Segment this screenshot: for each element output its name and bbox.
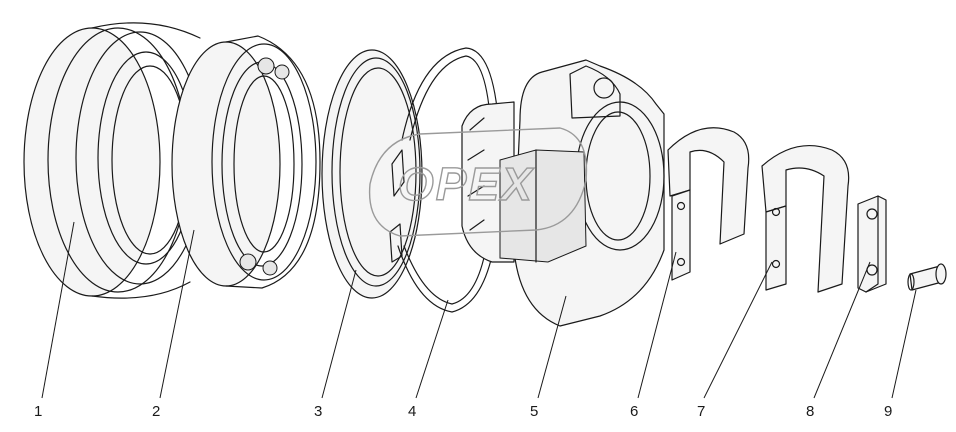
callout-2: 2 <box>152 403 160 420</box>
leader-3 <box>321 269 357 399</box>
callout-1: 1 <box>34 403 42 420</box>
part-9-pin <box>907 263 947 291</box>
leader-9 <box>891 289 917 399</box>
leader-6 <box>637 251 677 399</box>
callout-4: 4 <box>408 403 416 420</box>
part-6-bracket <box>667 127 750 281</box>
callout-3: 3 <box>314 403 322 420</box>
leader-1 <box>41 221 75 399</box>
leader-lines <box>41 221 917 399</box>
watermark-text: OPEX <box>398 158 534 210</box>
leader-5 <box>537 295 567 399</box>
part-3-washer <box>321 49 423 299</box>
leader-7 <box>703 261 773 399</box>
part-2-bearing <box>171 35 321 289</box>
callout-6: 6 <box>630 403 638 420</box>
part-8-plate <box>857 195 887 293</box>
part-5-housing <box>461 59 665 327</box>
part-7-bracket <box>761 144 850 293</box>
callout-8: 8 <box>806 403 814 420</box>
watermark-logo: OPEX <box>368 127 588 237</box>
leader-2 <box>159 229 195 399</box>
part-1-seal-ring <box>23 22 205 299</box>
callout-5: 5 <box>530 403 538 420</box>
callout-labels: 1 2 3 4 5 6 7 8 9 <box>34 403 892 420</box>
callout-9: 9 <box>884 403 892 420</box>
leader-4 <box>415 299 449 399</box>
callout-7: 7 <box>697 403 705 420</box>
leader-8 <box>813 261 871 399</box>
